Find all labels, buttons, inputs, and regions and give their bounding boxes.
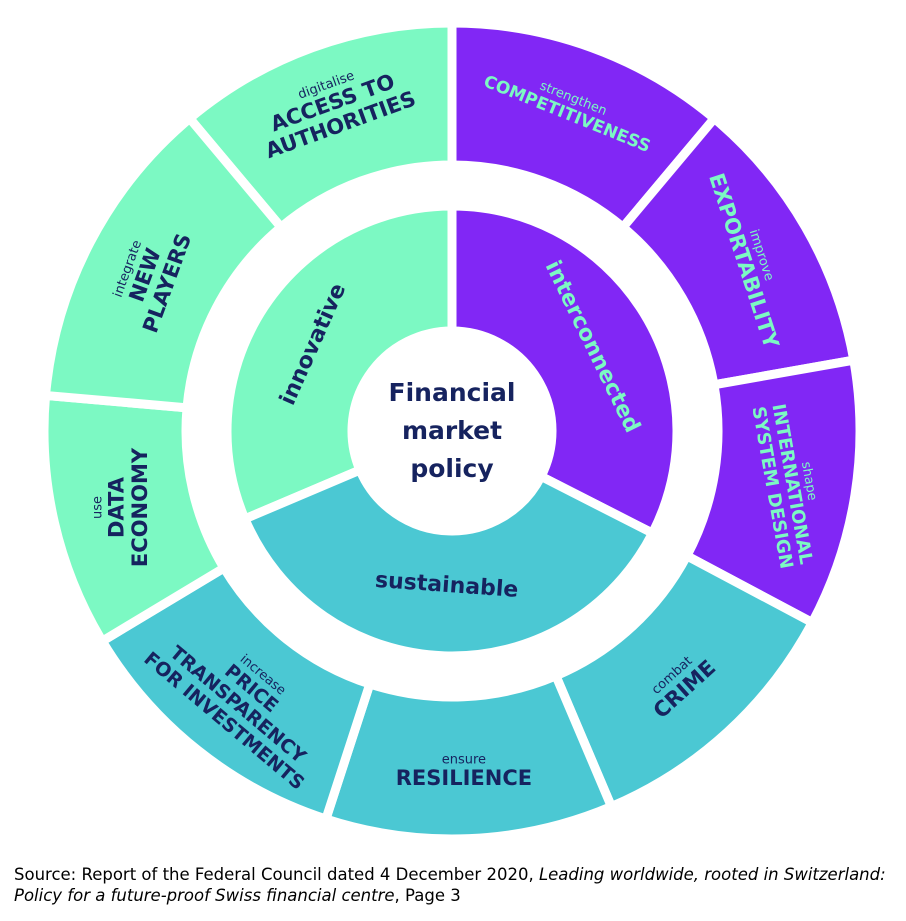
outer-segment-access-to-authorities: digitaliseACCESS TOAUTHORITIES [183,18,457,234]
inner-segment-interconnected: interconnected [447,201,682,540]
center-title-line: policy [410,454,493,483]
caption-prefix: Source: Report of the Federal Council da… [14,865,539,884]
inner-segment-shape [222,201,457,525]
outer-keyword: RESILIENCE [396,766,532,790]
outer-verb: ensure [442,753,486,768]
center-title-line: Financial [389,378,516,407]
outer-verb: use [91,496,106,519]
outer-label: shapeINTERNATIONALSYSTEM DESIGN [747,399,830,571]
outer-keyword: DATA [104,476,128,538]
inner-segment-shape [447,201,682,540]
center-title: Financial market policy [389,378,516,483]
inner-segment-sustainable: sustainable [238,464,659,661]
outer-segment-international-system-design: shapeINTERNATIONALSYSTEM DESIGN [680,354,865,629]
center-circle: Financial market policy [354,333,550,529]
outer-segment-new-players: integrateNEWPLAYERS [40,112,288,413]
center-disc [354,333,550,529]
outer-verb: shape [798,461,820,502]
inner-segment-shape [238,464,659,661]
caption-report-title: Leading worldwide, rooted in Switzerland… [14,865,886,905]
center-title-line: market [402,416,502,445]
outer-segment-competitiveness: strengthenCOMPETITIVENESS [447,18,721,234]
outer-segment-data-economy: useDATAECONOMY [39,390,231,648]
inner-segment-innovative: innovative [222,201,457,525]
outer-keyword: ECONOMY [128,447,152,567]
outer-segment-exportability: improveEXPORTABILITY [616,112,860,391]
outer-segment-shape [40,112,288,413]
outer-segment-price-transparency: increasePRICETRANSPARENCYFOR INVESTMENTS [96,561,376,825]
outer-label: useDATAECONOMY [91,447,152,567]
caption-suffix: , Page 3 [394,886,461,905]
source-caption: Source: Report of the Federal Council da… [14,864,894,906]
